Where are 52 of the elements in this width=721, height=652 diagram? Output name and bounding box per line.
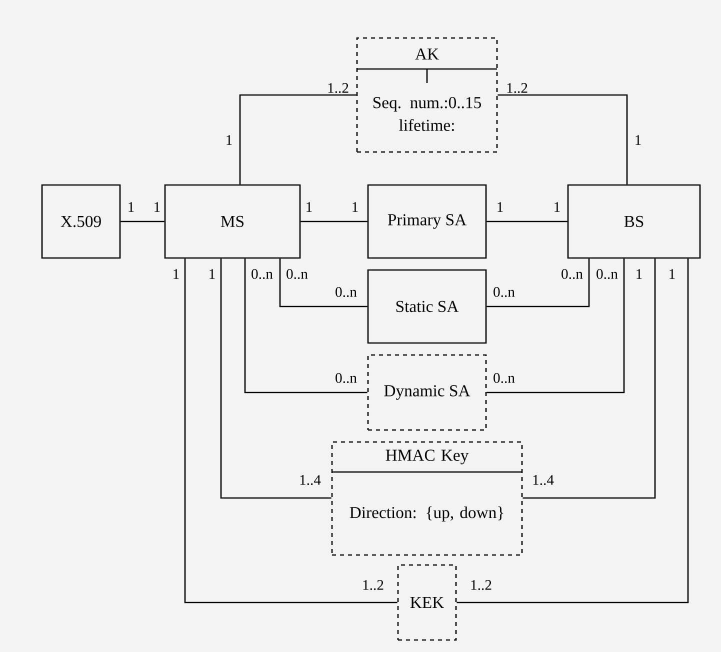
class-box: Dynamic SA xyxy=(367,354,487,431)
association-line xyxy=(220,258,332,499)
association-line xyxy=(522,258,656,499)
class-name: HMAC Key xyxy=(386,450,469,464)
multiplicity-label: 1..2 xyxy=(507,83,528,93)
association-line xyxy=(184,258,398,604)
class-box: KEK xyxy=(397,564,457,641)
multiplicity-label: 1..4 xyxy=(300,475,321,485)
class-box: X.509 xyxy=(41,184,121,259)
association-line xyxy=(279,258,368,308)
class-box: Primary SA xyxy=(367,184,487,259)
multiplicity-label: 1 xyxy=(352,202,358,212)
multiplicity-label: 1 xyxy=(498,202,503,212)
multiplicity-label: 0..n xyxy=(562,269,583,279)
multiplicity-label: 1 xyxy=(128,202,134,212)
multiplicity-label: 1 xyxy=(670,269,675,279)
association-line xyxy=(486,220,568,222)
multiplicity-label: 0..n xyxy=(494,373,515,383)
class-box: BS xyxy=(567,184,701,259)
multiplicity-label: 1 xyxy=(154,202,160,212)
association-line xyxy=(239,94,356,184)
multiplicity-label: 0..n xyxy=(286,269,308,279)
attribute-text: Direction: {up, down} xyxy=(350,506,504,522)
association-line xyxy=(300,220,368,222)
multiplicity-label: 0..n xyxy=(252,269,273,279)
association-line xyxy=(486,258,625,394)
multiplicity-label: 0..n xyxy=(494,287,515,297)
class-name: AK xyxy=(415,48,439,60)
association-line xyxy=(498,94,628,184)
class-box xyxy=(331,441,523,556)
multiplicity-label: 1 xyxy=(554,202,560,212)
multiplicity-label: 1 xyxy=(636,135,641,145)
class-box xyxy=(356,37,498,153)
class-box: MS xyxy=(164,184,301,259)
association-line xyxy=(456,258,689,604)
multiplicity-label: 1 xyxy=(636,269,642,279)
class-box: Static SA xyxy=(367,269,487,344)
multiplicity-label: 1..4 xyxy=(533,475,554,485)
multiplicity-label: 1..2 xyxy=(471,580,492,590)
multiplicity-label: 1 xyxy=(306,202,312,212)
multiplicity-label: 0..n xyxy=(336,373,357,383)
attribute-text: Seq. num.:0..15 lifetime: xyxy=(373,97,481,131)
multiplicity-label: 1..2 xyxy=(328,83,348,93)
multiplicity-label: 0..n xyxy=(596,269,618,279)
association-line xyxy=(244,258,368,394)
association-line xyxy=(486,258,590,308)
multiplicity-label: 1 xyxy=(226,135,232,145)
multiplicity-label: 1..2 xyxy=(363,580,384,590)
association-line xyxy=(120,220,164,222)
multiplicity-label: 1 xyxy=(210,269,215,279)
multiplicity-label: 1 xyxy=(174,269,179,279)
multiplicity-label: 0..n xyxy=(336,287,357,297)
